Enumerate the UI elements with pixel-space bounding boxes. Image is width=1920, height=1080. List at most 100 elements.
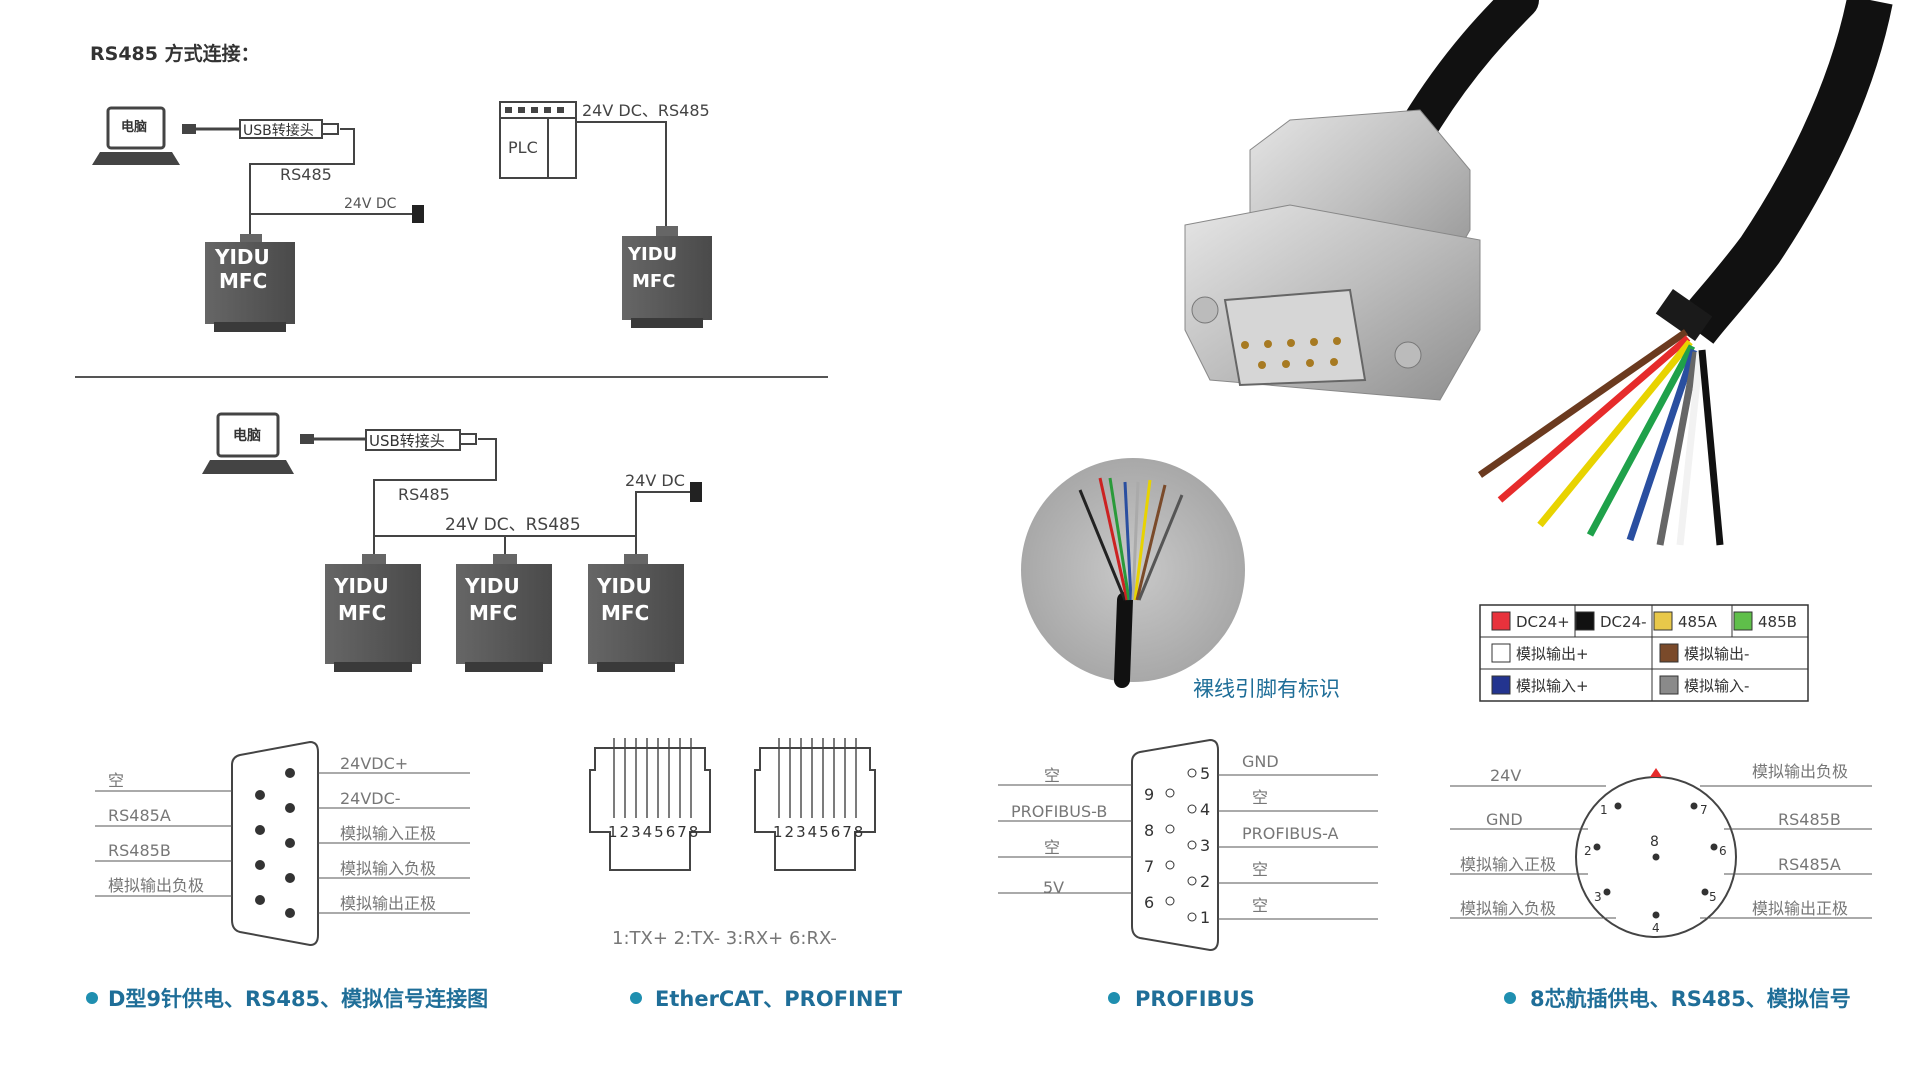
rj45-pinout: 1:TX+ 2:TX- 3:RX+ 6:RX- [612, 928, 837, 949]
aviation-right-label: 模拟输出正极 [1752, 899, 1848, 918]
d9-left-label: RS485A [108, 806, 171, 825]
svg-text:YIDU: YIDU [464, 574, 520, 598]
pc-label: 电脑 [233, 427, 261, 444]
pc-icon: 电脑 [92, 106, 180, 165]
mfc-device: YIDU MFC [456, 554, 552, 672]
legend-swatch [1659, 643, 1679, 663]
legend-label: 模拟输出- [1684, 645, 1749, 663]
d9-right-label: 模拟输出正极 [340, 894, 436, 913]
plc-bus-label: 24V DC、RS485 [582, 101, 710, 120]
profibus-right-label: 空 [1252, 788, 1268, 807]
profibus-pinout-diagram [998, 738, 1378, 952]
aviation-left-label: GND [1486, 810, 1523, 829]
d9-right-label: 模拟输入正极 [340, 824, 436, 843]
legend-swatch [1653, 611, 1673, 631]
mfc-device: YIDU MFC [205, 234, 295, 332]
svg-text:YIDU: YIDU [627, 244, 677, 265]
mfc-device: YIDU MFC [622, 226, 712, 328]
legend-label: DC24- [1600, 613, 1647, 631]
wire-color-legend [1479, 604, 1809, 702]
d9-left-label: 模拟输出负极 [108, 876, 204, 895]
d9-right-label: 24VDC- [340, 789, 401, 808]
svg-text:MFC: MFC [632, 271, 675, 292]
d9-left-label: 空 [108, 771, 124, 790]
d9-caption: D型9针供电、RS485、模拟信号连接图 [108, 987, 488, 1011]
usb-adapter-box [365, 429, 461, 451]
legend-label: 模拟输入+ [1516, 677, 1589, 695]
legend-label: 485B [1758, 613, 1797, 631]
aviation-pin-number: 6 [1719, 844, 1727, 858]
pc-icon: 电脑 [202, 412, 294, 474]
plc-label: PLC [508, 138, 538, 157]
svg-text:MFC: MFC [469, 601, 517, 625]
mfc-device: YIDU MFC [325, 554, 421, 672]
d9-pinout-diagram [95, 740, 470, 947]
usb-adapter-label: USB转接头 [243, 122, 314, 139]
aviation-left-label: 模拟输入正极 [1460, 855, 1556, 874]
profibus-left-label: 5V [1043, 878, 1064, 897]
profibus-pin-number: 3 [1200, 836, 1210, 855]
profibus-left-label: 空 [1044, 766, 1060, 785]
legend-label: DC24+ [1516, 613, 1570, 631]
aviation-pin-number: 3 [1594, 890, 1602, 904]
usb-adapter-label: USB转接头 [369, 432, 445, 450]
bare-wire-caption: 裸线引脚有标识 [1193, 677, 1340, 701]
rj45-connector-diagram [589, 747, 876, 871]
plc-box: PLC [499, 101, 577, 179]
legend-label: 485A [1678, 613, 1718, 631]
ethercat-caption: EtherCAT、PROFINET [655, 987, 903, 1011]
rs485-label: RS485 [398, 485, 450, 504]
aviation-pin-number: 1 [1600, 803, 1608, 817]
d9-right-label: 模拟输入负极 [340, 859, 436, 878]
svg-text:YIDU: YIDU [333, 574, 389, 598]
svg-text:YIDU: YIDU [214, 245, 270, 269]
aviation-pin-number: 8 [1650, 834, 1659, 850]
svg-text:MFC: MFC [338, 601, 386, 625]
usb-plug-icon [300, 434, 314, 444]
rj45-pin-numbers: 12345678 [773, 823, 865, 841]
d9-right-label: 24VDC+ [340, 754, 408, 773]
profibus-pin-number: 2 [1200, 872, 1210, 891]
d9-left-label: RS485B [108, 841, 171, 860]
caption-dot-icon [1504, 992, 1516, 1004]
profibus-right-label: 空 [1252, 896, 1268, 915]
rj45-pin-numbers: 12345678 [608, 823, 700, 841]
legend-swatch [1491, 675, 1511, 695]
power-label: 24V DC [344, 196, 397, 212]
bare-wire-photo [1021, 458, 1245, 688]
bus-label: 24V DC、RS485 [445, 515, 581, 535]
legend-swatch [1491, 611, 1511, 631]
d-sub-cable-illustration [1184, 0, 1893, 546]
usb-adapter-box [239, 119, 323, 139]
legend-label: 模拟输出+ [1516, 645, 1589, 663]
caption-dot-icon [1108, 992, 1120, 1004]
power-label: 24V DC [625, 471, 685, 490]
profibus-right-label: PROFIBUS-A [1242, 824, 1339, 843]
profibus-pin-number: 7 [1144, 857, 1154, 876]
profibus-pin-number: 1 [1200, 908, 1210, 927]
svg-text:MFC: MFC [601, 601, 649, 625]
caption-dot-icon [630, 992, 642, 1004]
legend-label: 模拟输入- [1684, 677, 1749, 695]
legend-swatch [1575, 611, 1595, 631]
aviation-left-label: 24V [1490, 766, 1521, 785]
profibus-pin-number: 9 [1144, 785, 1154, 804]
page-title: RS485 方式连接： [90, 42, 260, 65]
legend-swatch [1491, 643, 1511, 663]
profibus-pin-number: 5 [1200, 764, 1210, 783]
legend-swatch [1733, 611, 1753, 631]
profibus-pin-number: 8 [1144, 821, 1154, 840]
usb-plug-icon [182, 124, 196, 134]
profibus-right-label: GND [1242, 752, 1279, 771]
svg-text:YIDU: YIDU [596, 574, 652, 598]
mfc-device: YIDU MFC [588, 554, 684, 672]
rs485-label: RS485 [280, 165, 332, 184]
aviation-right-label: 模拟输出负极 [1752, 762, 1848, 781]
aviation-caption: 8芯航插供电、RS485、模拟信号 [1530, 987, 1851, 1011]
aviation-pin-number: 2 [1584, 844, 1592, 858]
aviation-left-label: 模拟输入负极 [1460, 899, 1556, 918]
power-plug-icon [412, 205, 424, 223]
power-plug-icon [690, 482, 702, 502]
profibus-pin-number: 6 [1144, 893, 1154, 912]
